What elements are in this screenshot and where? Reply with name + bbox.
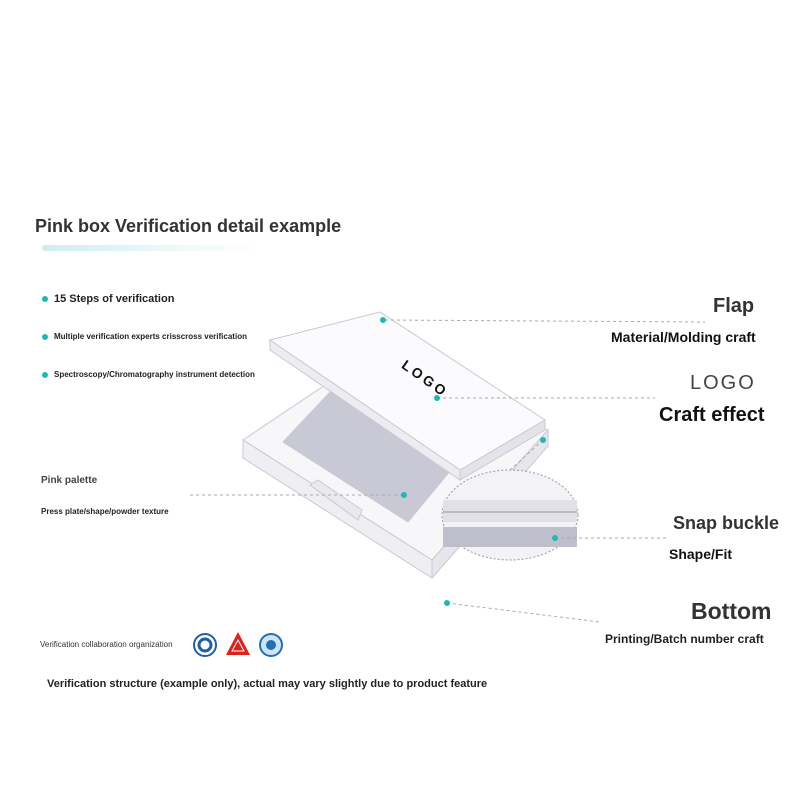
snap-magnifier [441, 469, 579, 561]
snap-detail: Shape/Fit [669, 546, 733, 562]
bottom-heading: Bottom [691, 598, 772, 624]
bottom-detail: Printing/Batch number craft [605, 632, 764, 646]
footnote: Verification structure (example only), a… [47, 678, 488, 690]
bullet-text: Spectroscopy/Chromatography instrument d… [54, 370, 255, 379]
bullet-text: 15 Steps of verification [54, 293, 175, 305]
title-underline [42, 245, 257, 251]
organization-label: Verification collaboration organization [40, 640, 173, 649]
logo-heading: LOGO [690, 372, 756, 394]
palette-label: Pink palette [41, 475, 98, 486]
bullet-dot-icon [42, 371, 48, 378]
bullet-instrument: Spectroscopy/Chromatography instrument d… [42, 370, 255, 379]
snap-slot [309, 479, 363, 521]
flap-heading: Flap [713, 295, 755, 317]
logo-detail: Craft effect [659, 404, 765, 426]
snap-heading: Snap buckle [673, 513, 780, 533]
palette-detail: Press plate/shape/powder texture [41, 507, 169, 516]
bullet-experts: Multiple verification experts crisscross… [42, 332, 247, 341]
bullet-steps: 15 Steps of verification [42, 293, 174, 305]
bullet-text: Multiple verification experts crisscross… [54, 332, 247, 341]
lid-side [459, 419, 546, 481]
flap-detail: Material/Molding craft [611, 329, 756, 345]
bullet-dot-icon [42, 296, 48, 303]
bullet-dot-icon [42, 333, 48, 340]
callout-dots [380, 317, 558, 606]
page-title: Pink box Verification detail example [35, 216, 342, 236]
